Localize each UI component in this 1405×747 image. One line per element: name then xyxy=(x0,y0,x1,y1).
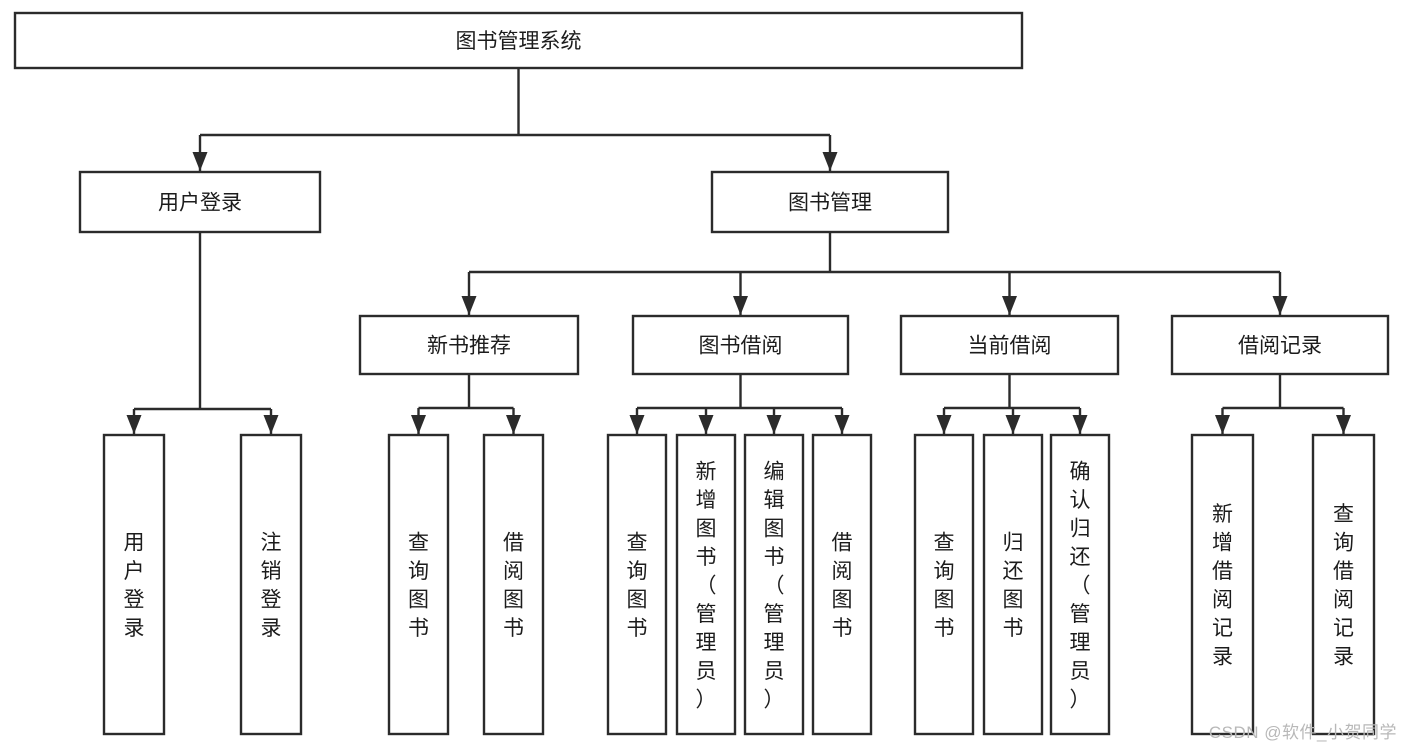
node-box[interactable] xyxy=(78,170,322,234)
node-label: 图书借阅 xyxy=(699,335,783,358)
arrow-head-icon xyxy=(733,296,748,315)
node-borrow-book-2[interactable]: 借阅图书 xyxy=(811,433,873,736)
node-box[interactable] xyxy=(982,433,1044,736)
node-label: 借阅记录 xyxy=(1238,335,1322,358)
node-confirm-return-admin[interactable]: 确认归还（管理员） xyxy=(1049,433,1111,736)
node-box[interactable] xyxy=(1190,433,1255,736)
node-root[interactable]: 图书管理系统 xyxy=(13,11,1024,70)
arrow-head-icon xyxy=(263,415,279,434)
node-box[interactable] xyxy=(743,433,805,736)
node-box[interactable] xyxy=(13,11,1024,70)
node-box[interactable] xyxy=(482,433,545,736)
arrow-head-icon xyxy=(766,415,782,434)
node-borrow-book-1[interactable]: 借阅图书 xyxy=(482,433,545,736)
node-user-login[interactable]: 用户登录 xyxy=(78,170,322,234)
node-label: 编辑图书（管理员） xyxy=(764,460,785,711)
node-box[interactable] xyxy=(631,314,850,376)
node-label: 借阅图书 xyxy=(503,532,524,641)
node-query-book-1[interactable]: 查询图书 xyxy=(387,433,450,736)
arrow-head-icon xyxy=(126,415,142,434)
arrow-head-icon xyxy=(822,152,838,171)
arrow-head-icon xyxy=(1002,296,1017,315)
node-label: 归还图书 xyxy=(1003,532,1024,641)
node-label: 图书管理 xyxy=(788,192,872,215)
node-label: 查询图书 xyxy=(408,532,429,641)
node-query-book-2[interactable]: 查询图书 xyxy=(606,433,668,736)
node-label: 用户登录 xyxy=(158,192,242,215)
node-label: 查询图书 xyxy=(934,532,955,641)
node-label: 查询借阅记录 xyxy=(1333,503,1354,669)
node-box[interactable] xyxy=(899,314,1120,376)
node-label: 当前借阅 xyxy=(968,335,1052,358)
node-box[interactable] xyxy=(1049,433,1111,736)
node-user-login-do[interactable]: 用户登录 xyxy=(102,433,166,736)
arrow-head-icon xyxy=(1072,415,1088,434)
node-query-borrow-record[interactable]: 查询借阅记录 xyxy=(1311,433,1376,736)
node-label: 查询图书 xyxy=(627,532,648,641)
node-return-book[interactable]: 归还图书 xyxy=(982,433,1044,736)
arrow-head-icon xyxy=(192,152,208,171)
node-box[interactable] xyxy=(675,433,737,736)
arrow-head-icon xyxy=(506,415,521,434)
node-box[interactable] xyxy=(913,433,975,736)
node-box[interactable] xyxy=(358,314,580,376)
node-user-logout[interactable]: 注销登录 xyxy=(239,433,303,736)
node-box[interactable] xyxy=(606,433,668,736)
node-borrow-records[interactable]: 借阅记录 xyxy=(1170,314,1390,376)
node-edit-book-admin[interactable]: 编辑图书（管理员） xyxy=(743,433,805,736)
node-label: 注销登录 xyxy=(261,532,282,641)
node-label: 确认归还（管理员） xyxy=(1070,460,1091,711)
connector-layer xyxy=(126,68,1351,434)
node-label: 新增借阅记录 xyxy=(1212,503,1233,669)
node-box[interactable] xyxy=(239,433,303,736)
arrow-head-icon xyxy=(834,415,850,434)
node-current-borrow[interactable]: 当前借阅 xyxy=(899,314,1120,376)
arrow-head-icon xyxy=(936,415,952,434)
arrow-head-icon xyxy=(1336,415,1351,434)
node-book-management[interactable]: 图书管理 xyxy=(710,170,950,234)
arrow-head-icon xyxy=(1215,415,1230,434)
node-label: 新增图书（管理员） xyxy=(696,460,717,711)
node-box[interactable] xyxy=(387,433,450,736)
arrow-head-icon xyxy=(1272,296,1288,315)
node-add-borrow-record[interactable]: 新增借阅记录 xyxy=(1190,433,1255,736)
node-box[interactable] xyxy=(710,170,950,234)
node-layer: 图书管理系统用户登录用户登录注销登录图书管理新书推荐查询图书借阅图书图书借阅查询… xyxy=(13,11,1390,736)
node-book-borrow[interactable]: 图书借阅 xyxy=(631,314,850,376)
node-label: 用户登录 xyxy=(124,532,145,641)
node-label: 图书管理系统 xyxy=(456,30,582,53)
node-label: 借阅图书 xyxy=(832,532,853,641)
arrow-head-icon xyxy=(1005,415,1021,434)
arrow-head-icon xyxy=(461,296,477,315)
arrow-head-icon xyxy=(698,415,714,434)
node-box[interactable] xyxy=(1170,314,1390,376)
node-box[interactable] xyxy=(1311,433,1376,736)
node-query-book-3[interactable]: 查询图书 xyxy=(913,433,975,736)
node-add-book-admin[interactable]: 新增图书（管理员） xyxy=(675,433,737,736)
arrow-head-icon xyxy=(629,415,645,434)
arrow-head-icon xyxy=(411,415,426,434)
node-label: 新书推荐 xyxy=(427,335,511,358)
node-box[interactable] xyxy=(102,433,166,736)
node-box[interactable] xyxy=(811,433,873,736)
node-new-book-recommend[interactable]: 新书推荐 xyxy=(358,314,580,376)
